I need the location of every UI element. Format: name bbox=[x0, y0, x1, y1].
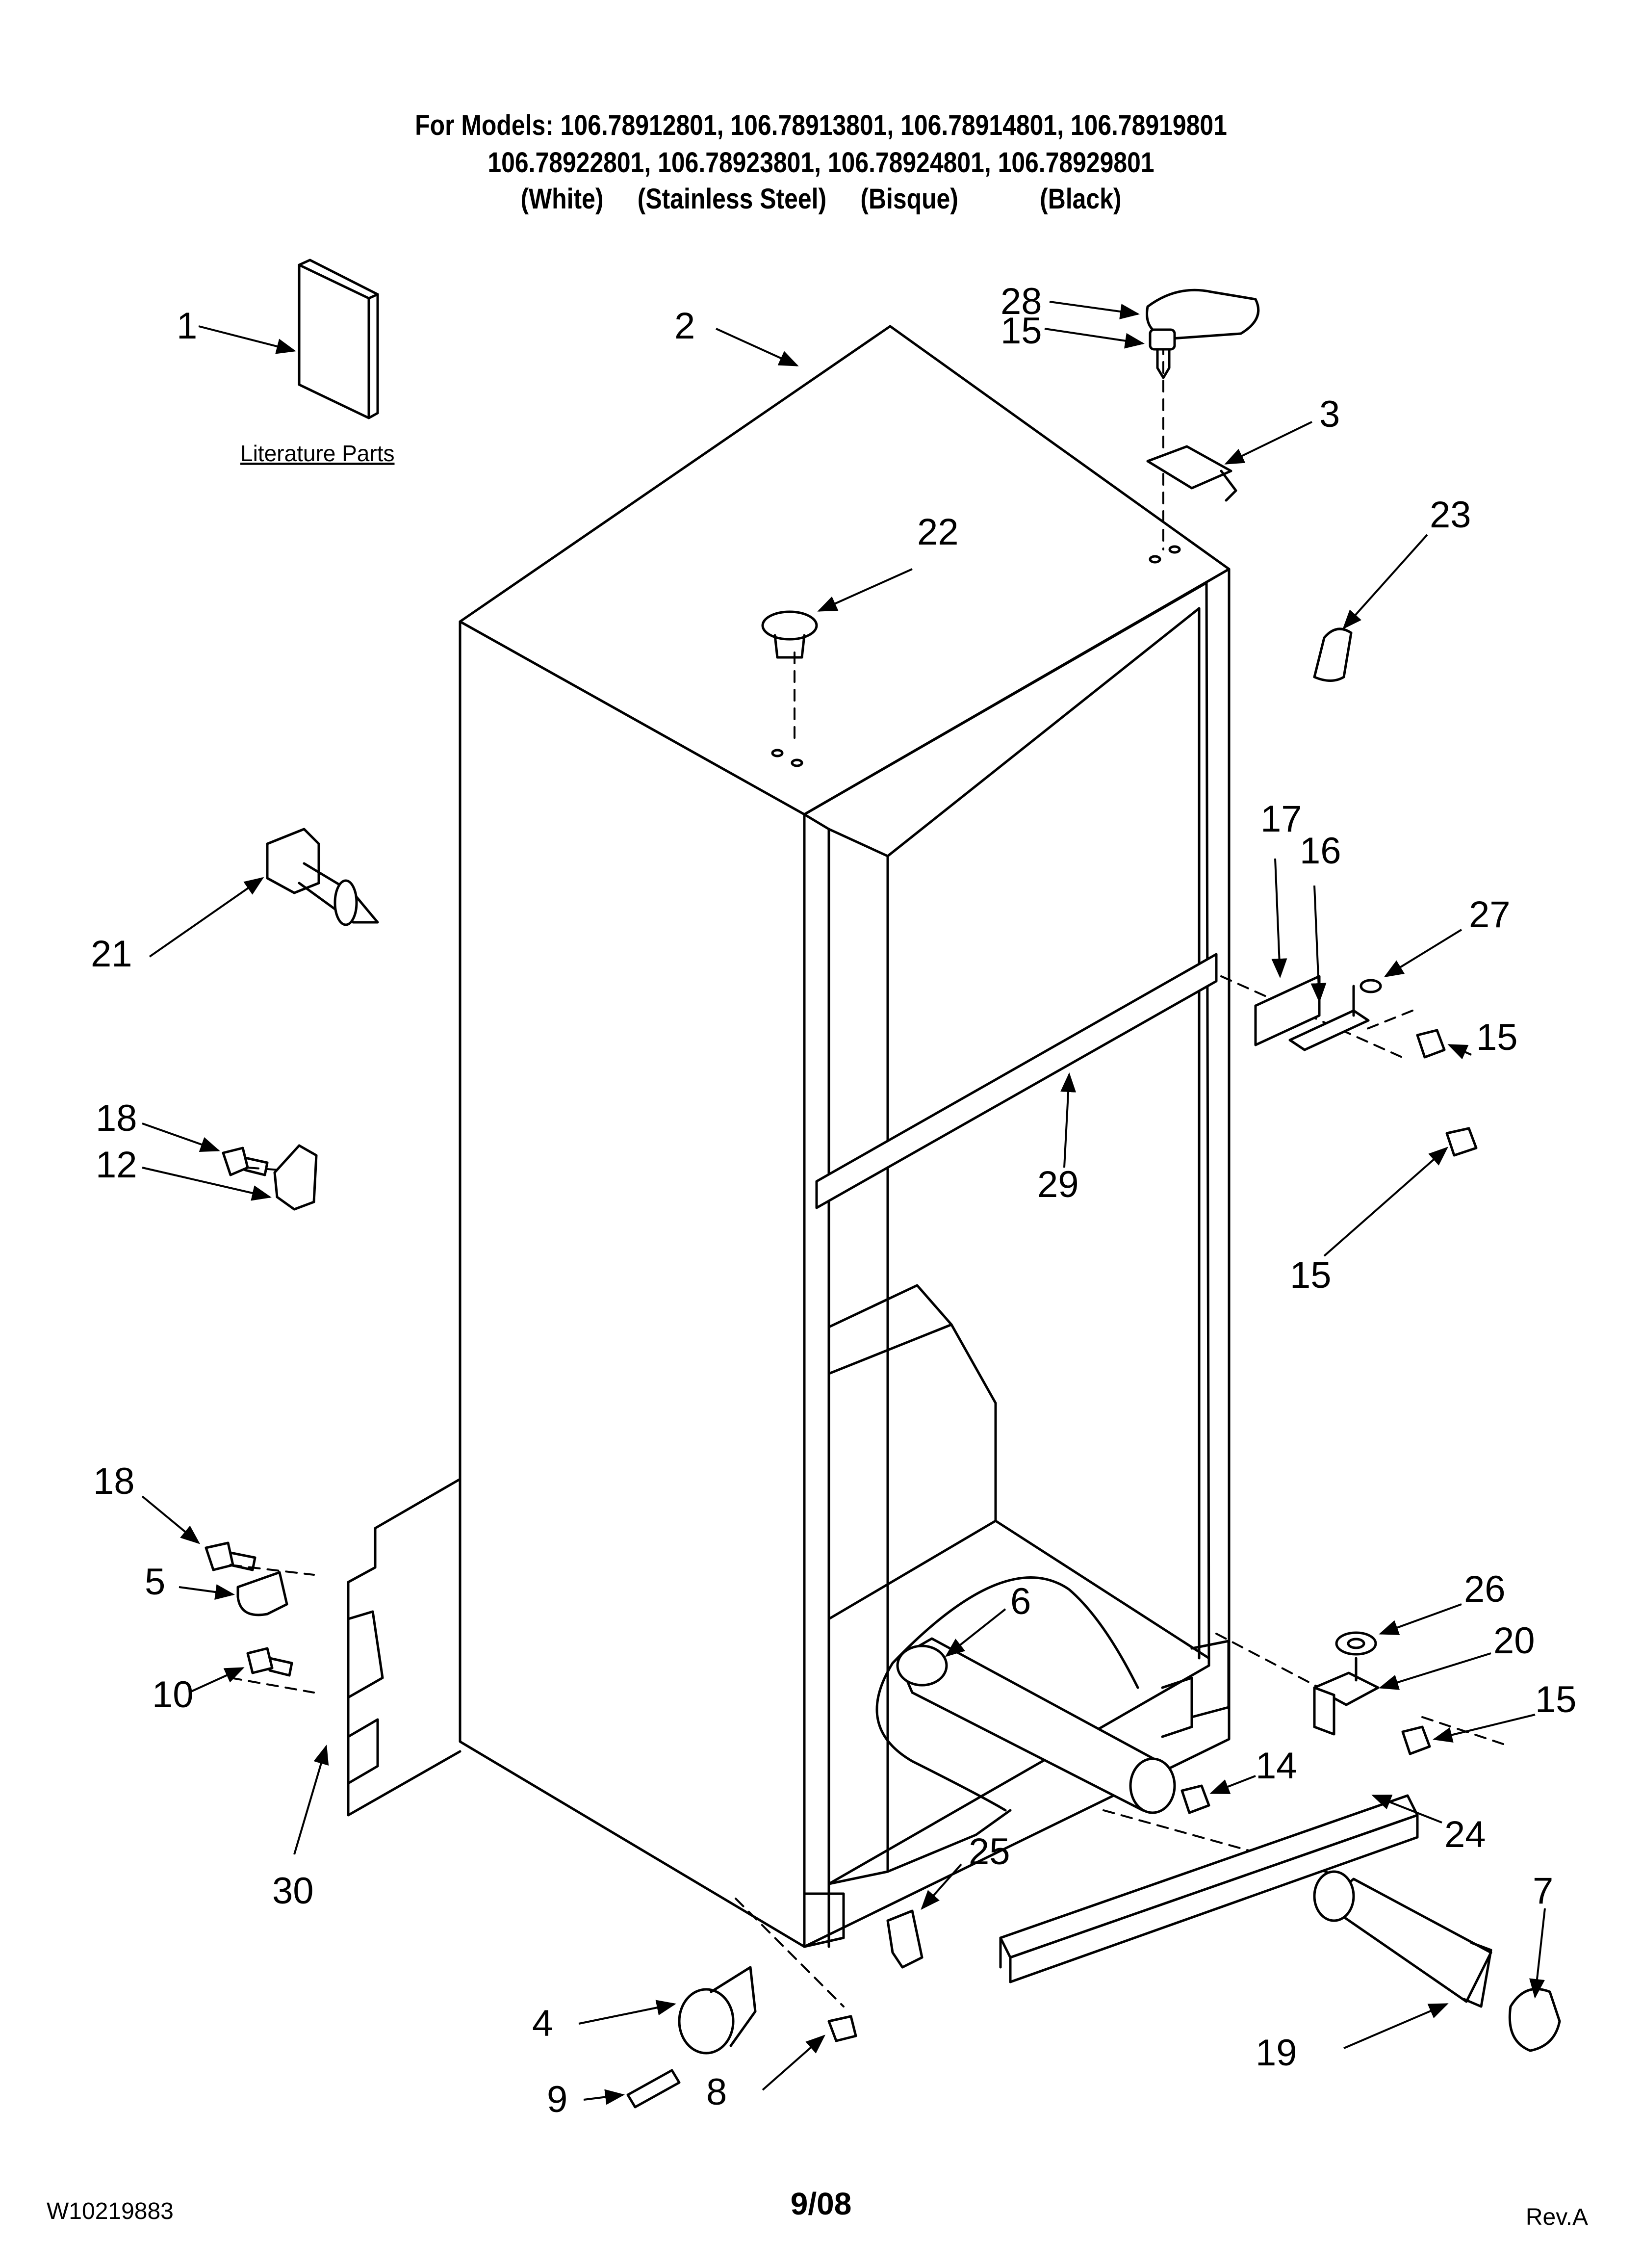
callout-15-lower: 15 bbox=[1290, 1254, 1332, 1296]
callout-14: 14 bbox=[1256, 1745, 1297, 1787]
callout-3: 3 bbox=[1319, 393, 1340, 435]
refrigerator-cabinet-part bbox=[347, 325, 1231, 1948]
callout-28: 28 bbox=[1001, 281, 1042, 322]
axle-pin-9-part bbox=[626, 2069, 681, 2109]
callout-15-mid: 15 bbox=[1476, 1017, 1518, 1058]
callout-25: 25 bbox=[969, 1831, 1010, 1873]
callout-18-lower: 18 bbox=[93, 1460, 135, 1502]
callout-12: 12 bbox=[96, 1144, 137, 1186]
callout-15-bottom: 15 bbox=[1535, 1679, 1577, 1721]
filter-cap-part bbox=[1508, 1987, 1561, 2052]
literature-booklet-part bbox=[298, 259, 379, 419]
base-grille-part bbox=[999, 1794, 1419, 1983]
water-valve-part bbox=[896, 1637, 1176, 1814]
color-variants-line: (White) (Stainless Steel) (Bisque) (Blac… bbox=[520, 183, 1122, 215]
screw-18-upper-part bbox=[222, 1147, 269, 1176]
lower-screw-part bbox=[1445, 1127, 1478, 1157]
callout-10: 10 bbox=[152, 1674, 194, 1716]
screw-18-lower-part bbox=[205, 1541, 257, 1571]
top-plug-part bbox=[761, 610, 818, 659]
callout-20: 20 bbox=[1493, 1620, 1535, 1662]
document-number: W10219883 bbox=[47, 2198, 174, 2224]
callout-29: 29 bbox=[1037, 1164, 1079, 1205]
callout-26: 26 bbox=[1464, 1568, 1506, 1610]
callout-labels: 1 2 28 15 3 23 22 17 16 27 15 15 29 21 1… bbox=[91, 281, 1577, 2120]
callout-6: 6 bbox=[1010, 1581, 1031, 1622]
roller-pin-part bbox=[266, 828, 379, 926]
callout-1: 1 bbox=[177, 305, 197, 347]
callout-2: 2 bbox=[674, 305, 695, 347]
roller-4-part bbox=[678, 1966, 757, 2055]
side-clip-part bbox=[1313, 627, 1353, 682]
top-hinge-part bbox=[1146, 445, 1237, 502]
water-filter-part bbox=[1313, 1870, 1492, 2008]
callout-7: 7 bbox=[1533, 1870, 1553, 1912]
screw-8-part bbox=[827, 2015, 857, 2042]
mid-hinge-screw-part bbox=[1416, 1029, 1446, 1059]
callout-16: 16 bbox=[1300, 830, 1341, 872]
callout-24: 24 bbox=[1444, 1814, 1486, 1855]
mid-hinge-bracket-part bbox=[1254, 975, 1382, 1051]
callout-15-top: 15 bbox=[1001, 310, 1042, 352]
callout-4: 4 bbox=[532, 2003, 553, 2044]
document-revision: Rev.A bbox=[1525, 2204, 1588, 2230]
models-header-line-1: For Models: 106.78912801, 106.78913801, … bbox=[415, 109, 1227, 141]
grille-clip-part bbox=[886, 1909, 924, 1969]
screw-15-lower-part bbox=[1401, 1725, 1431, 1755]
screw-top-part bbox=[1149, 328, 1176, 379]
callout-30: 30 bbox=[272, 1870, 314, 1912]
callout-5: 5 bbox=[145, 1561, 165, 1603]
callout-27: 27 bbox=[1469, 894, 1511, 936]
callout-22: 22 bbox=[917, 511, 959, 553]
callout-21: 21 bbox=[91, 933, 132, 975]
callout-23: 23 bbox=[1430, 494, 1471, 536]
hinge-pin-20-part bbox=[1313, 1657, 1380, 1736]
screw-10-part bbox=[246, 1647, 293, 1677]
literature-parts-label: Literature Parts bbox=[240, 441, 394, 466]
water-tubing-part bbox=[875, 1576, 1139, 1812]
callout-17: 17 bbox=[1260, 798, 1302, 840]
callout-18-upper: 18 bbox=[96, 1097, 137, 1139]
callout-19: 19 bbox=[1256, 2032, 1297, 2074]
models-header-line-2: 106.78922801, 106.78923801, 106.78924801… bbox=[487, 147, 1155, 179]
callout-8: 8 bbox=[706, 2071, 727, 2113]
bracket-12-part bbox=[273, 1144, 318, 1211]
callout-9: 9 bbox=[547, 2079, 567, 2120]
screw-14-part bbox=[1180, 1784, 1210, 1814]
document-date: 9/08 bbox=[790, 2186, 852, 2221]
clamp-5-part bbox=[236, 1571, 288, 1616]
washer-26-part bbox=[1335, 1631, 1377, 1656]
